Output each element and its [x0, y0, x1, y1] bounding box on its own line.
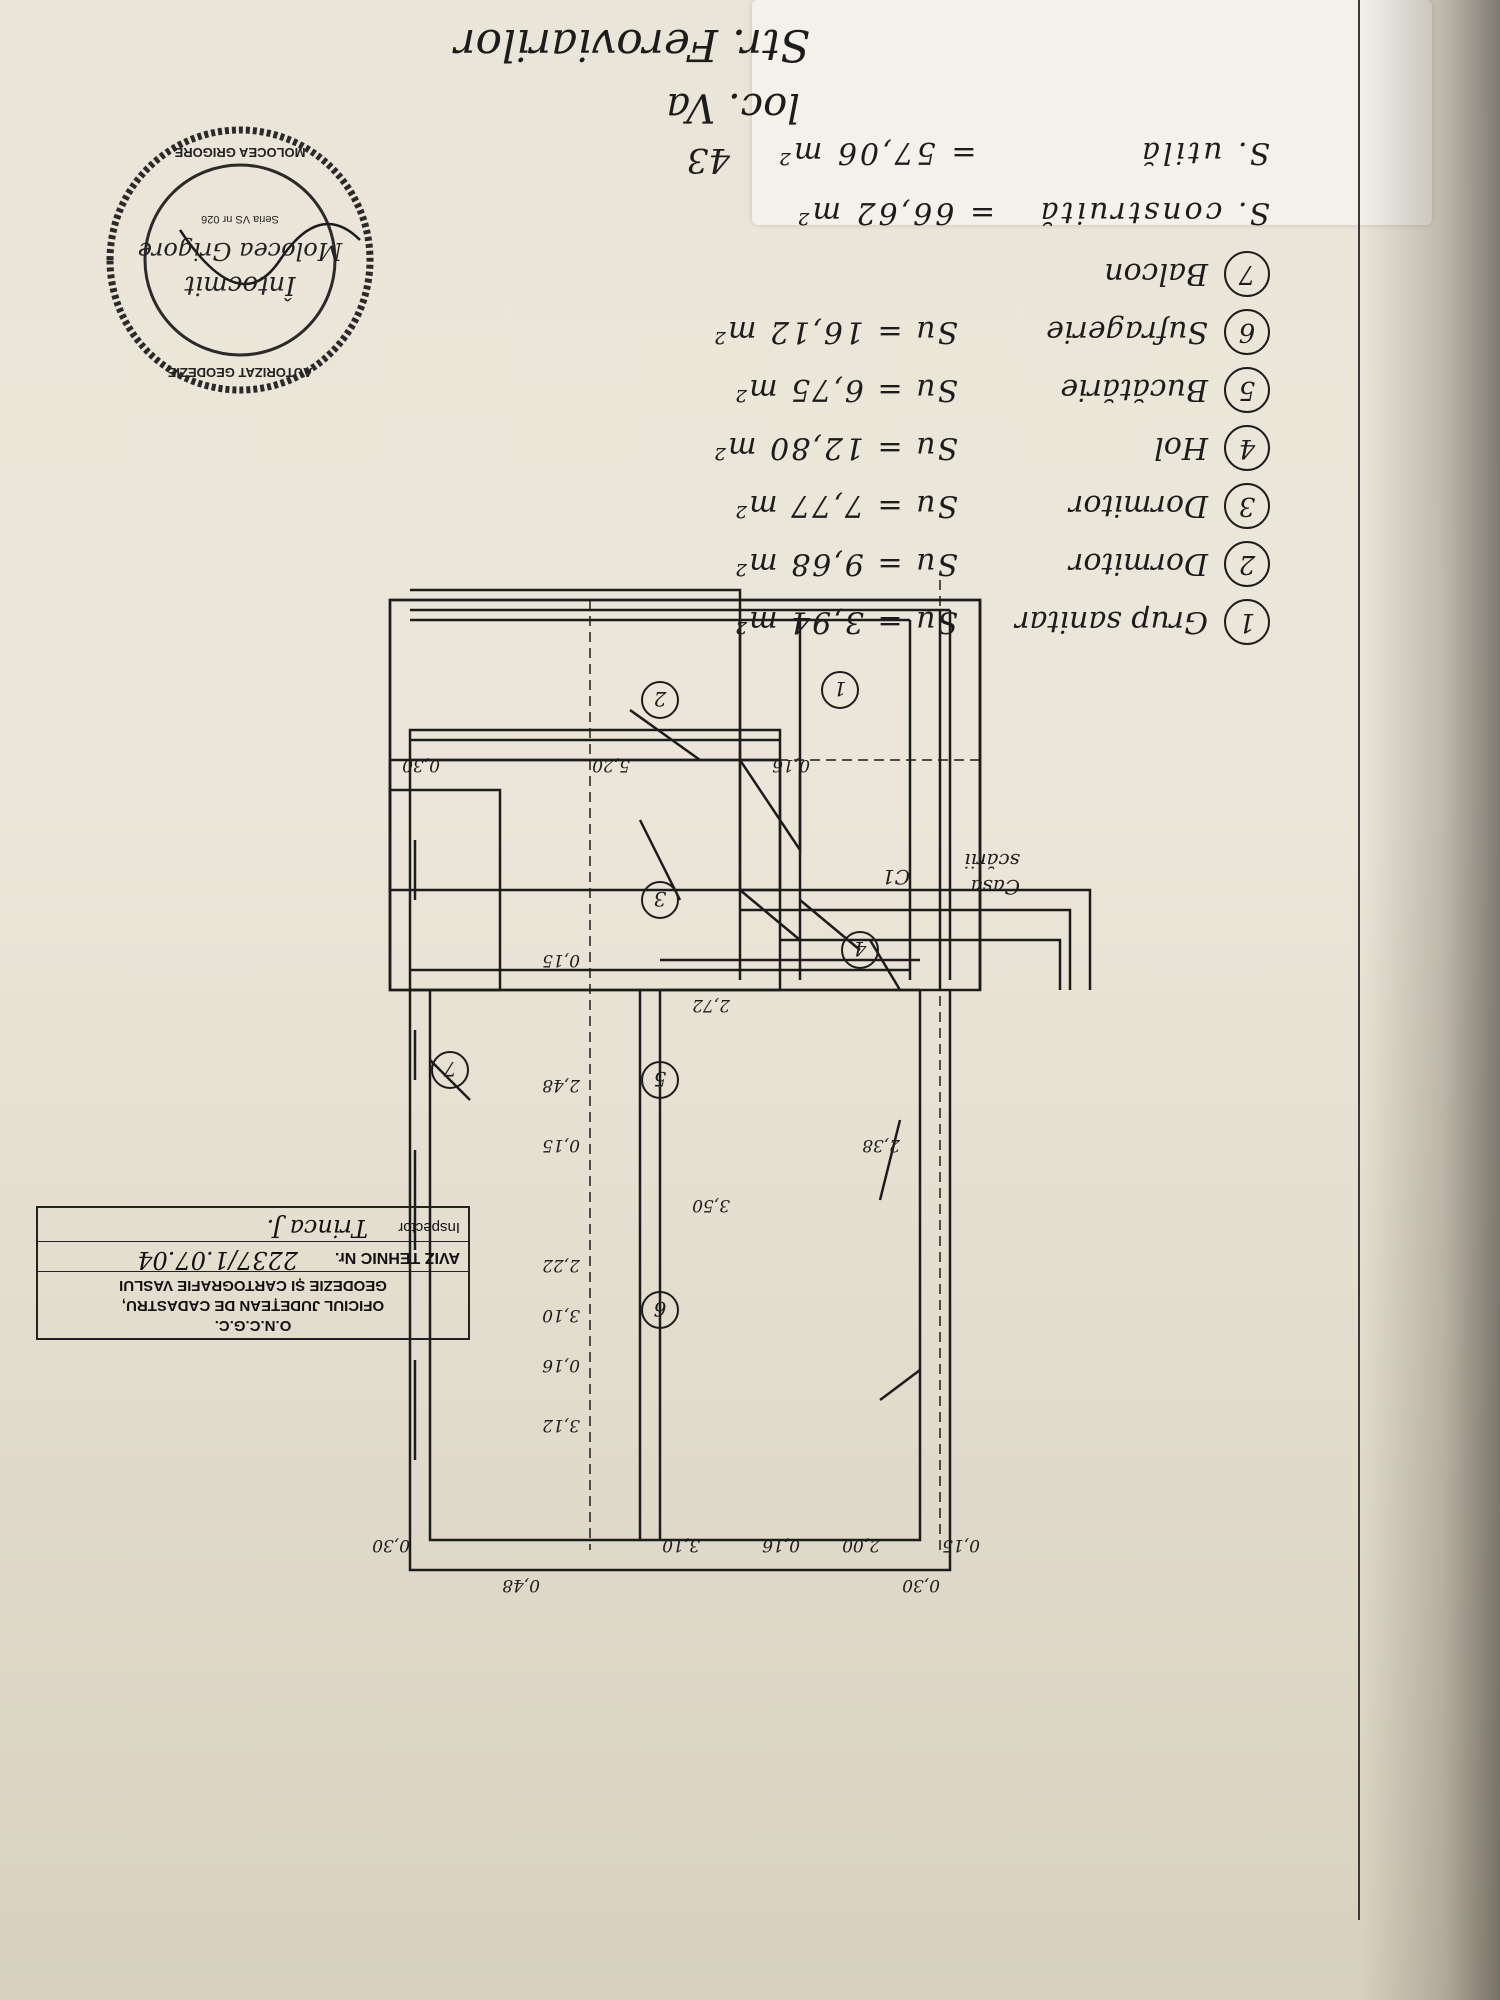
- legend-num-3: 3: [1224, 483, 1270, 529]
- legend-name-2: Dormitor: [1069, 546, 1208, 582]
- approval-number-label: AVIZ TEHNIC Nr.: [334, 1249, 460, 1266]
- dim-312: 3,12: [542, 1415, 580, 1435]
- door-label-c1: C1: [882, 865, 910, 889]
- approval-office-line-1: OFICIUL JUDEȚEAN DE CADASTRU,: [121, 1297, 385, 1314]
- stamp-center-1: Întocmit: [184, 270, 296, 300]
- room-marker-2-label: 2: [654, 687, 668, 711]
- stair-label-2: scării: [964, 849, 1020, 873]
- dim-048: 0,48: [502, 1575, 540, 1595]
- legend-row-2: 2 Dormitor Su = 9,68 m²: [733, 536, 1270, 592]
- legend-area-4: Su = 12,80 m²: [712, 430, 958, 466]
- dim-015a: 0,15: [542, 950, 580, 970]
- room-marker-2: [641, 681, 679, 719]
- dim-030a: 0,30: [402, 755, 440, 775]
- inspector-label: Inspector: [398, 1219, 460, 1236]
- legend-row-4: 4 Hol Su = 12,80 m²: [712, 420, 1270, 476]
- approval-office-line-2: GEODEZIE ȘI CARTOGRAFIE VASLUI: [119, 1277, 387, 1294]
- room-marker-6-label: 6: [653, 1297, 666, 1321]
- dim-030c: 0,30: [902, 1575, 940, 1595]
- legend-num-1: 1: [1224, 599, 1270, 645]
- stamp-center-2: Molocea Grigore: [137, 237, 343, 265]
- legend-area-3: Su = 7,77 m²: [733, 488, 958, 524]
- built-area-row: S. construită = 66,62 m²: [794, 195, 1270, 230]
- dim-520: 5,20: [592, 755, 630, 775]
- dim-016c: 0,16: [762, 1535, 800, 1555]
- stamp-ring-top: AUTORIZAT GEODEZIE: [167, 365, 313, 380]
- legend-num-4: 4: [1224, 425, 1270, 471]
- dim-222: 2,22: [542, 1255, 581, 1275]
- dim-310b: 3,10: [662, 1535, 700, 1555]
- stamp-ring-bottom: MOLOCEA GRIGORE: [174, 145, 306, 160]
- surveyor-round-stamp: AUTORIZAT GEODEZIE Întocmit Molocea Grig…: [90, 110, 390, 410]
- dimension-labels: 5,20 0,16 0,30 3,10 0,15 2,72 2,48 0,15 …: [372, 755, 980, 1595]
- dim-015b: 0,15: [542, 1135, 580, 1155]
- room-marker-1: [821, 671, 859, 709]
- room-marker-3: [641, 881, 679, 919]
- legend-num-7: 7: [1224, 251, 1270, 297]
- room-marker-7-label: 7: [443, 1057, 456, 1081]
- legend-name-5: Bucătărie: [1060, 372, 1208, 408]
- useful-area-label: S. utilă: [1138, 135, 1270, 170]
- legend-area-6: Su = 16,12 m²: [712, 314, 958, 350]
- room-marker-6: [641, 1291, 679, 1329]
- stamp-rings: [106, 126, 374, 394]
- dim-200: 2,00: [842, 1535, 881, 1555]
- legend-area-1: Su = 3,94 m²: [733, 604, 958, 640]
- dim-248: 2,48: [542, 1075, 581, 1095]
- legend-row-3: 3 Dormitor Su = 7,77 m²: [733, 478, 1270, 534]
- room-marker-5: [641, 1061, 679, 1099]
- built-area-label: S. construită: [1037, 195, 1270, 230]
- room-marker-4-label: 4: [854, 937, 868, 961]
- legend-num-2: 2: [1224, 541, 1270, 587]
- useful-area-row: S. utilă = 57,06 m²: [776, 135, 1270, 170]
- dim-272: 2,72: [692, 995, 731, 1015]
- legend-name-6: Sufragerie: [1046, 314, 1208, 350]
- dim-015c: 0,15: [942, 1535, 980, 1555]
- legend-name-3: Dormitor: [1069, 488, 1208, 524]
- dim-030b: 0,30: [372, 1535, 410, 1555]
- legend-name-4: Hol: [1154, 430, 1208, 466]
- photo-shadow: [1360, 0, 1500, 2000]
- useful-area-value: = 57,06 m²: [775, 135, 977, 170]
- legend-area-5: Su = 6,75 m²: [733, 372, 958, 408]
- stamp-small: Seria VS nr 026: [201, 213, 279, 225]
- dim-238: 2,38: [862, 1135, 901, 1155]
- room-marker-1-label: 1: [834, 677, 847, 701]
- legend-row-1: 1 Grup sanitar Su = 3,94 m²: [733, 594, 1270, 650]
- legend-area-2: Su = 9,68 m²: [733, 546, 958, 582]
- room-marker-5-label: 5: [654, 1067, 667, 1091]
- legend-row-6: 6 Sufragerie Su = 16,12 m²: [712, 304, 1270, 360]
- room-number-markers: 1 2 3 4 5 6 7: [431, 671, 879, 1329]
- room-marker-7: [431, 1051, 469, 1089]
- approval-office-code: O.N.C.G.C.: [214, 1317, 292, 1334]
- room-marker-4: [841, 931, 879, 969]
- built-area-value: = 66,62 m²: [794, 195, 996, 230]
- stair-label-1: Casa: [971, 875, 1020, 899]
- room-marker-3-label: 3: [654, 887, 667, 911]
- dim-310: 3,10: [542, 1305, 580, 1325]
- dim-016b: 0,16: [542, 1355, 580, 1375]
- legend-name-7: Balcon: [1104, 256, 1208, 292]
- legend-num-6: 6: [1224, 309, 1270, 355]
- legend-name-1: Grup sanitar: [1015, 604, 1208, 640]
- dim-350: 3,50: [692, 1195, 730, 1215]
- legend-row-5: 5 Bucătărie Su = 6,75 m²: [733, 362, 1270, 418]
- legend-num-5: 5: [1224, 367, 1270, 413]
- inspector-signature: Trinca J.: [266, 1214, 368, 1242]
- dim-016a: 0,16: [772, 755, 810, 775]
- legend-row-7: 7 Balcon: [958, 246, 1270, 302]
- plan-outline-lower: [388, 598, 982, 992]
- technical-approval-stamp: O.N.C.G.C. OFICIUL JUDEȚEAN DE CADASTRU,…: [36, 1206, 470, 1340]
- approval-number-value: 2237/1.07.04: [137, 1246, 298, 1274]
